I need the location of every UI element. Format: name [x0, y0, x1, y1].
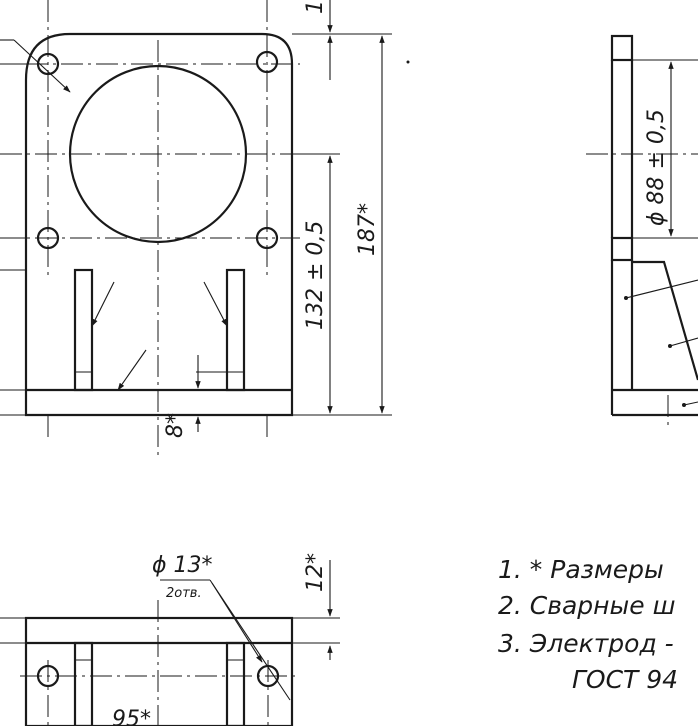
side-view: ϕ 88 ± 0,5 [406, 34, 698, 430]
note-2: 2. Сварные ш [498, 591, 675, 620]
dim-top: 1 [303, 0, 328, 14]
dim-12: 12* [303, 553, 328, 592]
base-outline [24, 616, 294, 726]
dim-187: 187* [355, 203, 380, 256]
dim-95: 95* [112, 707, 151, 726]
side-rib [632, 260, 698, 381]
top-view: ϕ 13* 2отв. 12* 95* [0, 553, 340, 726]
note-1: 1. * Размеры [498, 555, 664, 584]
hatch-top [610, 34, 634, 62]
dim-8: 8* [163, 413, 188, 438]
notes: 1. * Размеры 2. Сварные ш 3. Электрод - … [498, 555, 678, 694]
dim-88: ϕ 88 ± 0,5 [644, 109, 669, 226]
hatch-mid [610, 236, 634, 262]
plate-outline [24, 32, 294, 417]
rib-right [225, 268, 246, 392]
note-3: 3. Электрод - [498, 629, 674, 658]
front-view: 8* 132 ± 0,5 187* 1 [0, 0, 392, 460]
hole-count-label: 2отв. [166, 586, 202, 601]
rib-left [73, 268, 94, 392]
hole-dia-label: ϕ 13* [152, 553, 213, 578]
note-3b: ГОСТ 94 [572, 665, 678, 694]
dim-132: 132 ± 0,5 [303, 221, 328, 330]
